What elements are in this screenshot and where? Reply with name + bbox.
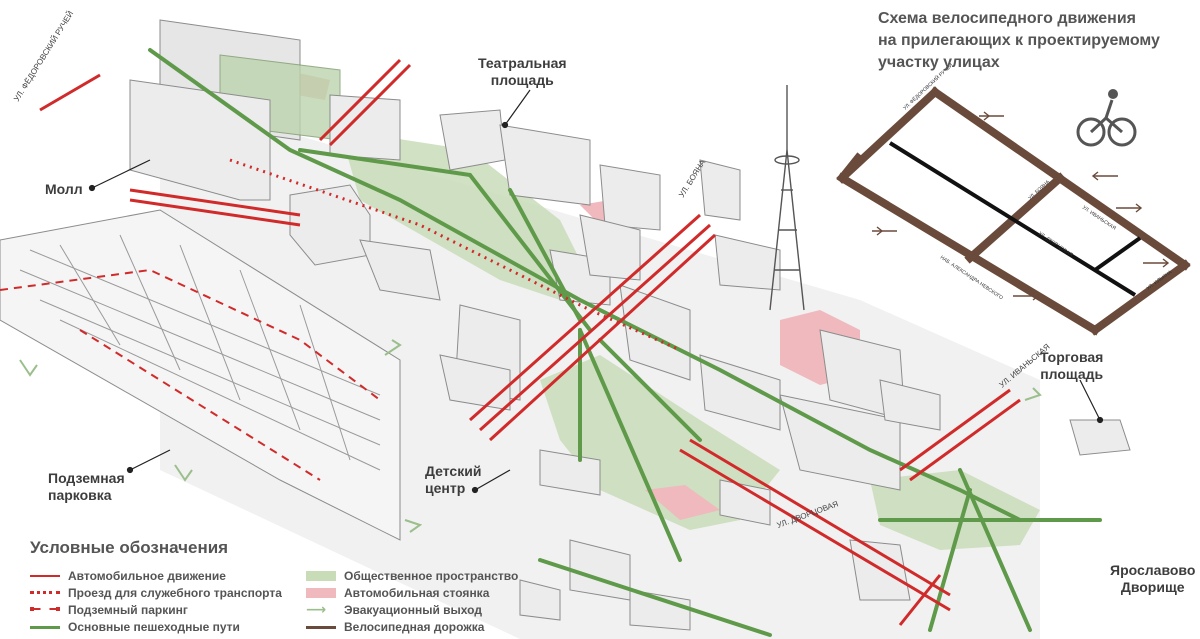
title-line-1: Схема велосипедного движения [878,10,1137,27]
legend-column-2: Общественное пространство Автомобильная … [306,567,518,635]
bicycle-scheme-title: Схема велосипедного движения на прилегаю… [878,8,1198,74]
label-underground-parking: Подземная парковка [48,470,125,503]
public-space-trade-square [870,470,1040,550]
legend-item-service: Проезд для служебного транспорта [30,584,282,601]
legend-label: Проезд для служебного транспорта [68,585,282,600]
label-mall: Молл [45,181,83,197]
legend-item-bicycle: Велосипедная дорожка [306,618,518,635]
legend-swatch-car [30,571,60,581]
public-space-theatre-square [340,130,590,300]
pedestrian-paths [148,48,1102,637]
title-line-2: на прилегающих к проектируемому [878,32,1160,49]
legend-column-1: Автомобильное движение Проезд для служеб… [30,567,282,635]
legend-swatch-underground [30,605,60,615]
parking-grid [19,234,381,471]
evacuation-exits [19,339,1042,533]
legend-label: Основные пешеходные пути [68,619,240,634]
label-theatre-square: Театральная площадь [478,55,567,88]
bicycle-scheme: УЛ. ФЁДОРОВСКИЙ РУЧЕЙ УЛ. БОЯНА УЛ. ИВАН… [836,61,1191,336]
underground-parking [0,209,401,541]
mall-wing [129,79,271,201]
legend-label: Общественное пространство [344,568,519,583]
legend-item-car: Автомобильное движение [30,567,282,584]
legend-item-underground: Подземный паркинг [30,601,282,618]
legend-label: Эвакуационный выход [344,602,482,617]
legend-label: Подземный паркинг [68,602,188,617]
bike-label-dvortsovaya: УЛ. ДВОРЦОВАЯ [1037,231,1074,259]
legend-swatch-bicycle [306,622,336,632]
parking-lot-3 [645,485,720,520]
legend-item-pedestrian: Основные пешеходные пути [30,618,282,635]
legend-swatch-public [306,570,336,581]
legend-swatch-parking [306,587,336,598]
legend-label: Автомобильная стоянка [344,585,490,600]
title-line-3: участку улицах [878,54,1000,71]
legend-title: Условные обозначения [30,538,229,557]
annotation-leaders [88,89,1104,494]
label-trade-square: Торговая площадь [1040,349,1104,382]
legend-item-public: Общественное пространство [306,567,518,584]
car-traffic [39,58,1021,626]
cyclist-icon [1076,89,1137,147]
street-label-fedorovsky: УЛ. ФЁДОРОВСКИЙ РУЧЕЙ [12,9,75,103]
underground-parking-route [0,268,381,481]
tv-tower [769,85,805,311]
service-driveway [229,158,681,352]
label-yaroslavovo: Ярославово Дворище [1110,562,1196,595]
legend-label: Велосипедная дорожка [344,619,485,634]
legend-label: Автомобильное движение [68,568,226,583]
legend-swatch-service [30,588,60,598]
label-children-center: Детский центр [425,463,482,496]
arrow-right-icon: ⟶ [306,600,327,617]
legend-item-parking: Автомобильная стоянка [306,584,518,601]
legend-swatch-evacuation: ⟶ [306,600,336,617]
legend-item-evacuation: ⟶ Эвакуационный выход [306,601,518,618]
legend-swatch-pedestrian [30,622,60,632]
